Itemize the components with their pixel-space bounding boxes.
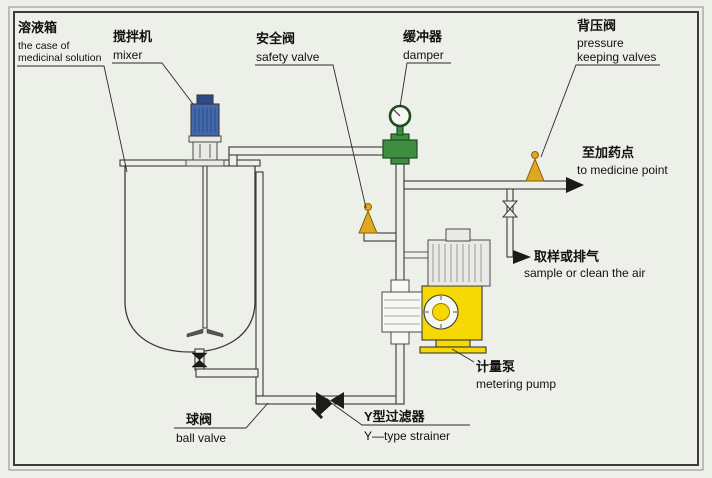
mixer	[185, 94, 225, 338]
pump-motor-junction-box	[445, 228, 471, 242]
y-strainer-label-cn: Y型过滤器	[364, 409, 426, 424]
stroke-dial-knob	[432, 303, 450, 321]
strainer-bowtie-left	[316, 392, 330, 409]
damper-label-cn: 缓冲器	[403, 29, 443, 44]
label-mixer: 搅拌机 mixer	[112, 29, 194, 105]
suction-drop-pipe	[255, 171, 264, 397]
label-to-medicine-point: 至加药点 to medicine point	[577, 145, 668, 177]
sampling-valve-bottom	[501, 208, 519, 218]
mixer-motor-flange	[188, 135, 222, 143]
y-strainer	[310, 392, 344, 420]
frame-inner-line	[13, 11, 699, 466]
sampling-pipe	[506, 188, 514, 258]
safety-valve-leader	[255, 64, 367, 209]
damper-leader	[399, 62, 451, 108]
safety-valve-cap	[364, 203, 372, 211]
metering-pump-label-cn: 计量泵	[476, 359, 515, 374]
ball-valve-leader	[174, 402, 269, 429]
label-back-pressure-valve: 背压阀 pressure keeping valves	[540, 18, 660, 158]
mixer-stand	[192, 141, 218, 161]
label-damper: 缓冲器 damper	[399, 29, 451, 108]
ball-valve-label-en: ball valve	[176, 431, 226, 445]
mixer-shaft	[202, 165, 208, 329]
drain-valve-bottom	[191, 359, 208, 368]
gauge-needle	[393, 109, 401, 117]
mixer-base-flange	[185, 159, 225, 167]
pump-bracket	[404, 251, 428, 259]
border-frame	[8, 6, 704, 471]
label-y-strainer: Y型过滤器 Y—type strainer	[333, 404, 470, 443]
mixer-motor-body	[190, 103, 220, 137]
metering-pump	[381, 228, 491, 354]
discharge-pipe	[403, 180, 569, 190]
label-metering-pump: 计量泵 metering pump	[451, 348, 556, 391]
mixer-label-en: mixer	[113, 48, 142, 62]
pump-head-bolt-lines	[384, 299, 420, 325]
solution-tank-label-en1: the case of	[18, 40, 69, 52]
safety-valve-label-cn: 安全阀	[256, 31, 295, 46]
metering-pump-label-en: metering pump	[476, 377, 556, 391]
solution-tank-label-cn: 溶液箱	[18, 20, 57, 35]
safety-valve-cone	[358, 209, 378, 234]
label-ball-valve: 球阀 ball valve	[174, 402, 269, 445]
damper-body-horizontal	[382, 139, 418, 159]
tank-top-pipe	[228, 146, 389, 156]
safety-valve-branch-pipe	[363, 232, 397, 242]
suction-check-valve	[390, 331, 410, 345]
safety-valve	[358, 203, 378, 234]
tank-body	[124, 166, 256, 353]
back-pressure-label-en1: pressure	[577, 36, 624, 50]
sample-label-en: sample or clean the air	[524, 266, 645, 280]
y-strainer-leader	[333, 404, 470, 426]
sampling-valve-top	[501, 200, 519, 210]
impeller-blade-right	[206, 328, 224, 338]
solution-tank-leader	[17, 65, 128, 173]
label-safety-valve: 安全阀 safety valve	[255, 31, 367, 209]
frame-outer-line	[8, 6, 704, 471]
sample-label-cn: 取样或排气	[534, 249, 599, 264]
strainer-leg-cap	[310, 406, 324, 420]
discharge-check-valve	[390, 279, 410, 293]
mixer-leader	[112, 62, 194, 105]
back-pressure-valve-cone	[525, 157, 545, 182]
mixer-stand-ribs	[199, 144, 211, 158]
pump-motor	[427, 239, 491, 287]
drain-pipe	[195, 368, 259, 378]
strainer-bowtie-right	[330, 392, 344, 409]
mixer-motor-cap	[196, 94, 214, 105]
pump-column	[435, 339, 471, 348]
flow-arrow-medicine-point	[566, 177, 584, 193]
back-pressure-valve-cap	[531, 151, 539, 159]
mixer-motor-fins	[194, 108, 216, 132]
back-pressure-valve	[525, 151, 545, 182]
back-pressure-leader	[540, 64, 660, 158]
labels: 溶液箱 the case of medicinal solution 搅拌机 m…	[17, 18, 668, 445]
medicine-point-label-en: to medicine point	[577, 163, 668, 177]
back-pressure-label-cn: 背压阀	[577, 18, 616, 33]
safety-valve-label-en: safety valve	[256, 50, 320, 64]
ball-valve-label-cn: 球阀	[186, 412, 212, 427]
strainer-leg	[314, 398, 333, 416]
pump-head	[381, 291, 423, 333]
gauge-stem	[396, 125, 404, 136]
pump-motor-fins	[432, 244, 482, 282]
label-sample: 取样或排气 sample or clean the air	[524, 249, 645, 280]
damper-label-en: damper	[403, 48, 444, 62]
medicine-point-label-cn: 至加药点	[582, 145, 634, 160]
stroke-dial-ticks	[425, 296, 457, 328]
back-pressure-label-en2: keeping valves	[577, 50, 656, 64]
drain-valve-top	[191, 352, 208, 361]
sampling-valve	[501, 200, 519, 218]
label-solution-tank: 溶液箱 the case of medicinal solution	[17, 20, 128, 173]
metering-pump-leader	[451, 348, 475, 363]
mixer-label-cn: 搅拌机	[113, 29, 152, 44]
y-strainer-label-en: Y—type strainer	[364, 429, 450, 443]
damper	[382, 104, 418, 165]
solution-tank-label-en2: medicinal solution	[18, 52, 102, 64]
impeller-blade-left	[186, 328, 204, 338]
flow-arrow-sample	[513, 250, 531, 264]
